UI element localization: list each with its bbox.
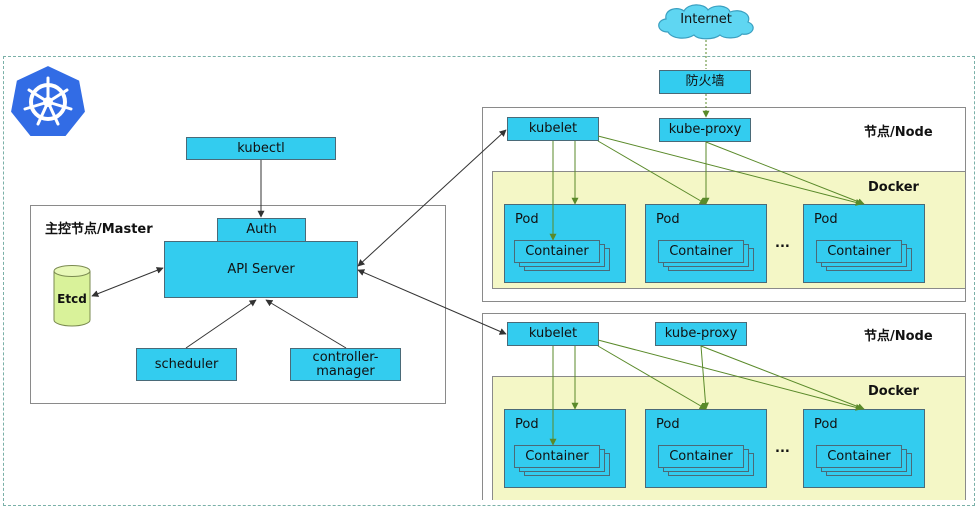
kubelet1-pod3-link	[597, 135, 863, 206]
kubelet-box-1[interactable]: kubelet	[507, 117, 599, 141]
internet-cloud: Internet	[654, 2, 758, 40]
node-title-1: 节点/Node	[864, 125, 933, 140]
etcd-api-arrow	[91, 267, 164, 297]
database-cylinder-icon	[53, 265, 91, 327]
kubectl-box[interactable]: kubectl	[186, 137, 336, 160]
container-2-1[interactable]: Container	[514, 445, 600, 468]
scheduler-box[interactable]: scheduler	[136, 348, 237, 381]
container-label: Container	[827, 244, 891, 259]
kubelet-box-2[interactable]: kubelet	[507, 322, 599, 346]
kubernetes-logo	[8, 62, 88, 140]
container-1-3[interactable]: Container	[816, 240, 902, 263]
api-kubelet2-arrow	[357, 269, 507, 335]
container-label: Container	[525, 244, 589, 259]
firewall-box[interactable]: 防火墙	[659, 70, 751, 94]
proxy2-pod3-link	[700, 345, 865, 410]
auth-box[interactable]: Auth	[217, 218, 306, 242]
pod-label: Pod	[814, 417, 838, 432]
master-title: 主控节点/Master	[45, 222, 153, 237]
kube-proxy-box-1[interactable]: kube-proxy	[659, 118, 751, 142]
pod-label: Pod	[656, 212, 680, 227]
container-1-1[interactable]: Container	[514, 240, 600, 263]
api-server-box[interactable]: API Server	[164, 241, 358, 298]
docker-title-1: Docker	[868, 180, 919, 195]
firewall-label: 防火墙	[685, 74, 725, 89]
proxy2-pod2-link	[700, 345, 709, 410]
container-1-2[interactable]: Container	[658, 240, 744, 263]
pod-label: Pod	[515, 212, 539, 227]
controller-manager-label: controller- manager	[312, 349, 379, 379]
kubectl-label: kubectl	[237, 140, 285, 156]
api-kubelet1-arrow	[357, 129, 507, 267]
container-label: Container	[669, 244, 733, 259]
docker-title-2: Docker	[868, 384, 919, 399]
more-pods-ellipsis-2: ...	[775, 441, 790, 456]
api-server-label: API Server	[227, 261, 295, 277]
internet-label: Internet	[680, 12, 732, 27]
auth-label: Auth	[246, 222, 277, 237]
kubelet2-pod3-link	[597, 339, 863, 411]
kubelet1-pod2-link	[597, 140, 707, 205]
container-label: Container	[827, 449, 891, 464]
kube-proxy-label-2: kube-proxy	[664, 326, 738, 341]
container-2-2[interactable]: Container	[658, 445, 744, 468]
etcd-database[interactable]: Etcd	[52, 264, 92, 328]
kubelet-label-1: kubelet	[528, 121, 578, 136]
container-label: Container	[525, 449, 589, 464]
proxy1-pod3-link	[705, 141, 865, 205]
scheduler-api-arrow	[185, 299, 257, 349]
container-label: Container	[669, 449, 733, 464]
more-pods-ellipsis-1: ...	[775, 236, 790, 251]
helm-wheel-icon	[8, 63, 88, 138]
cloud-icon	[658, 4, 754, 40]
controller-manager-box[interactable]: controller- manager	[290, 348, 401, 381]
container-2-3[interactable]: Container	[816, 445, 902, 468]
pod-label: Pod	[515, 417, 539, 432]
kube-proxy-box-2[interactable]: kube-proxy	[655, 322, 747, 346]
controller-api-arrow	[265, 299, 347, 349]
pod-label: Pod	[656, 417, 680, 432]
kube-proxy-label-1: kube-proxy	[668, 122, 742, 137]
node-title-2: 节点/Node	[864, 329, 933, 344]
kubelet-label-2: kubelet	[528, 326, 578, 341]
scheduler-label: scheduler	[154, 356, 219, 372]
pod-label: Pod	[814, 212, 838, 227]
kubelet2-pod2-link	[597, 345, 707, 410]
etcd-label: Etcd	[57, 292, 87, 306]
